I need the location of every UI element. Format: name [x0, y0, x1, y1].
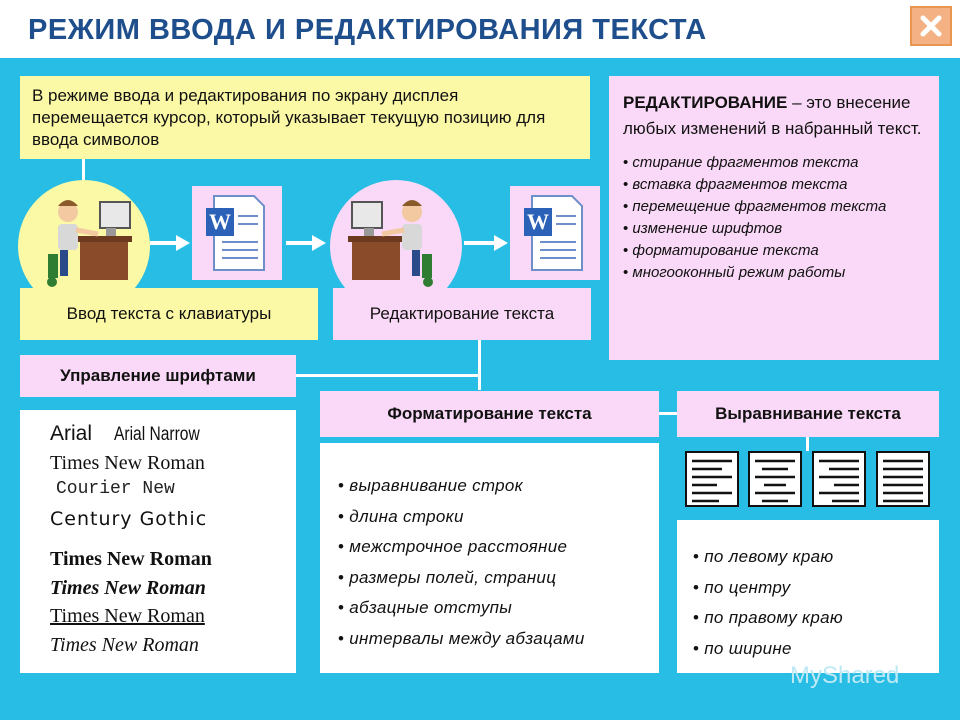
editing-definition: РЕДАКТИРОВАНИЕ – это внесение любых изме…	[609, 76, 939, 360]
watermark: MyShared	[790, 662, 900, 689]
list-item: по левому краю	[693, 542, 939, 573]
arrow-right-icon	[464, 233, 510, 258]
list-item: по правому краю	[693, 603, 939, 634]
word-document-card: W	[192, 186, 282, 280]
formatting-list-box: выравнивание строк длина строки межстроч…	[320, 443, 659, 673]
fonts-header: Управление шрифтами	[20, 355, 296, 397]
font-samples: Arial Arial Narrow Times New Roman Couri…	[20, 410, 296, 673]
svg-text:W: W	[527, 209, 549, 234]
close-x-icon	[920, 15, 942, 37]
connector-align-icons	[806, 437, 809, 451]
font-sample-arial-narrow: Arial Narrow	[114, 424, 201, 445]
list-item: многооконный режим работы	[623, 262, 925, 284]
list-item: длина строки	[338, 502, 659, 533]
svg-text:W: W	[209, 209, 231, 234]
page-title: РЕЖИМ ВВОДА И РЕДАКТИРОВАНИЯ ТЕКСТА	[28, 14, 707, 46]
align-center-icon	[748, 451, 802, 507]
list-item: выравнивание строк	[338, 471, 659, 502]
alignment-header: Выравнивание текста	[677, 391, 939, 437]
alignment-list-box: по левому краю по центру по правому краю…	[677, 520, 939, 673]
person-at-computer-icon	[348, 200, 433, 287]
font-sample-underline: Times New Roman	[50, 605, 205, 627]
step-edit-label: Редактирование текста	[333, 288, 591, 340]
font-sample-times: Times New Roman	[50, 452, 205, 474]
word-document-icon: W	[206, 195, 265, 271]
arrow-right-icon	[286, 233, 328, 258]
list-item: форматирование текста	[623, 240, 925, 262]
editing-definition-body: – это внесение любых изменений в набранн…	[623, 93, 922, 138]
intro-note: В режиме ввода и редактирования по экран…	[20, 76, 590, 159]
list-item: изменение шрифтов	[623, 218, 925, 240]
list-item: межстрочное расстояние	[338, 532, 659, 563]
connector-vertical	[478, 340, 481, 390]
editing-definition-text: РЕДАКТИРОВАНИЕ – это внесение любых изме…	[623, 90, 925, 142]
font-sample-bold: Times New Roman	[50, 548, 212, 570]
list-item: абзацные отступы	[338, 593, 659, 624]
editing-list: стирание фрагментов текста вставка фрагм…	[623, 152, 925, 284]
word-document-icon: W	[524, 195, 583, 271]
connector-fonts	[296, 374, 480, 377]
list-item: интервалы между абзацами	[338, 624, 659, 655]
font-sample-italic: Times New Roman	[50, 634, 199, 656]
title-bar: РЕЖИМ ВВОДА И РЕДАКТИРОВАНИЯ ТЕКСТА	[0, 0, 960, 58]
connector-intro	[82, 159, 85, 191]
person-at-computer-icon	[47, 200, 132, 287]
word-document-card: W	[510, 186, 600, 280]
alignment-list: по левому краю по центру по правому краю…	[693, 542, 939, 664]
formatting-header: Форматирование текста	[320, 391, 659, 437]
step-input-label: Ввод текста с клавиатуры	[20, 288, 318, 340]
arrow-right-icon	[150, 233, 192, 258]
editing-term: РЕДАКТИРОВАНИЕ	[623, 93, 788, 112]
list-item: размеры полей, страниц	[338, 563, 659, 594]
list-item: перемещение фрагментов текста	[623, 196, 925, 218]
align-justify-icon	[876, 451, 930, 507]
align-left-icon	[685, 451, 739, 507]
font-sample-arial: Arial	[50, 422, 93, 445]
formatting-list: выравнивание строк длина строки межстроч…	[338, 471, 659, 654]
font-sample-bold-italic: Times New Roman	[50, 577, 206, 599]
align-right-icon	[812, 451, 866, 507]
close-button[interactable]	[910, 6, 952, 46]
font-sample-courier: Courier New	[56, 479, 175, 499]
font-sample-century-gothic: Century Gothic	[50, 508, 208, 530]
list-item: по центру	[693, 573, 939, 604]
list-item: стирание фрагментов текста	[623, 152, 925, 174]
list-item: вставка фрагментов текста	[623, 174, 925, 196]
connector-format-align	[659, 412, 677, 415]
list-item: по ширине	[693, 634, 939, 665]
